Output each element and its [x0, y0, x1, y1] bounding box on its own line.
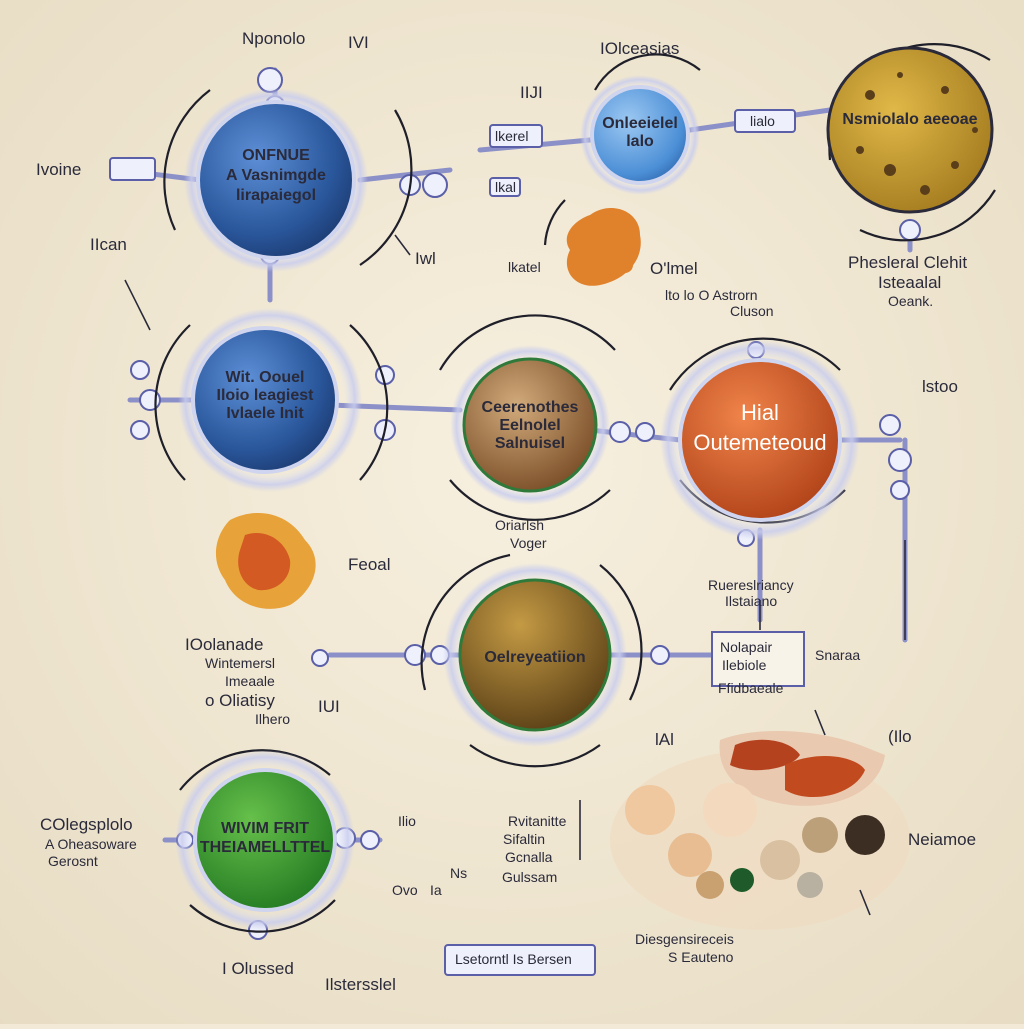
label-center-top: IIJI	[520, 83, 543, 102]
label-fecal: Feoal	[348, 555, 391, 574]
svg-text:lirapaiegol: lirapaiegol	[236, 187, 316, 204]
node-green[interactable]: WIVIM FRIT THEIAMELLTTEL	[193, 768, 337, 912]
label-resp-1: Ruereslriancy	[708, 577, 794, 593]
label-bl-1: COlegsplolo	[40, 815, 133, 834]
svg-text:Wit. Oouel: Wit. Oouel	[226, 369, 305, 386]
svg-text:Nsmiolalo aeeoae: Nsmiolalo aeeoae	[842, 111, 977, 128]
box-lialo	[734, 109, 796, 133]
label-resp-2: Ilstaiano	[725, 593, 777, 609]
node-olive[interactable]: Oelreyeatiion	[458, 578, 612, 732]
svg-text:Iloio leagiest: Iloio leagiest	[217, 387, 315, 404]
label-bl-3: Gerosnt	[48, 853, 98, 869]
label-bl-2: A Oheasoware	[45, 836, 137, 852]
label-bottom-5: S Eauteno	[668, 949, 734, 965]
label-left-mid-4: o Oliatisy	[205, 691, 275, 710]
label-bottom-4: Diesgensireceis	[635, 931, 734, 947]
box-left-ideal	[109, 157, 156, 181]
label-lf: lAl	[655, 730, 674, 749]
label-right-box: lialo	[750, 113, 775, 129]
label-right-mid: lstoo	[922, 377, 958, 396]
label-ito: Ilio	[398, 813, 416, 829]
label-snata: Snaraa	[815, 647, 860, 663]
svg-text:WIVIM FRIT: WIVIM FRIT	[221, 820, 309, 837]
label-right-box-2-l2: Ilebiole	[722, 657, 767, 673]
label-lto: (Ilo	[888, 727, 912, 746]
svg-text:lalo: lalo	[626, 133, 654, 150]
node-blue-mid[interactable]: Wit. Oouel Iloio leagiest Ivlaele Init	[191, 326, 339, 474]
label-vit-4: Gulssam	[502, 869, 557, 885]
label-under-center-1: Oriarlsh	[495, 517, 544, 533]
box-bottom	[444, 944, 596, 976]
label-vit-3: Gcnalla	[505, 849, 553, 865]
label-left-side: Ivoine	[36, 160, 81, 179]
label-right-top-2: Isteaalal	[878, 273, 941, 292]
label-top-center: IOlceasias	[600, 39, 679, 58]
box-lkal	[489, 177, 521, 197]
node-brown[interactable]: Ceerenothes Eelnolel Salnuisel	[462, 357, 598, 493]
label-small-box-2: lkal	[495, 179, 516, 195]
box-nolapair	[711, 631, 805, 687]
label-ovo: Ovo	[392, 882, 418, 898]
label-right-box-2-l1: Nolapair	[720, 639, 772, 655]
label-bottom-3: Ilstersslel	[325, 975, 396, 994]
svg-text:Eelnolel: Eelnolel	[499, 417, 560, 434]
svg-text:Salnuisel: Salnuisel	[495, 435, 565, 452]
label-left-mid-1: IOolanade	[185, 635, 263, 654]
svg-text:Hial: Hial	[741, 400, 779, 425]
label-mid-1: lkatel	[508, 259, 541, 275]
svg-text:Onleeielel: Onleeielel	[602, 115, 678, 132]
label-vit-1: Rvitanitte	[508, 813, 567, 829]
orange-organ-blob	[566, 207, 641, 286]
label-ns: Ns	[450, 865, 467, 881]
label-mid-2: O'lmel	[650, 259, 698, 278]
label-vit-2: Sifaltin	[503, 831, 545, 847]
label-left-side-2: IIcan	[90, 235, 127, 254]
fire-blob	[215, 512, 316, 609]
node-blue-top[interactable]: ONFNUE A Vasnimgde lirapaiegol	[196, 100, 356, 260]
label-left-mid-6: IUI	[318, 697, 340, 716]
svg-text:A Vasnimgde: A Vasnimgde	[226, 167, 326, 184]
label-top-left-2: IVI	[348, 33, 369, 52]
box-lkerel	[489, 124, 543, 148]
labels: Nponolo IVI IOlceasias Ivoine IIcan IIJI…	[36, 29, 976, 994]
svg-text:Ceerenothes: Ceerenothes	[482, 399, 579, 416]
orbit-arcs	[154, 42, 996, 933]
label-mid-3: lto lo O Astrorn	[665, 287, 758, 303]
node-orange[interactable]: Hial Outemeteoud	[678, 358, 842, 522]
label-neiamoe: Neiamoe	[908, 830, 976, 849]
label-small-box-1: lkerel	[495, 128, 528, 144]
label-left-mid-2: Wintemersl	[205, 655, 275, 671]
svg-text:Ivlaele Init: Ivlaele Init	[226, 405, 304, 422]
label-right-box-2-l3: Ffidbaeale	[718, 680, 784, 696]
label-left-mid-5: Ilhero	[255, 711, 290, 727]
svg-text:Oelreyeatiion: Oelreyeatiion	[484, 649, 585, 666]
label-bottom-1: I Olussed	[222, 959, 294, 978]
label-right-top-3: Oeank.	[888, 293, 933, 309]
label-under-center-2: Voger	[510, 535, 547, 551]
svg-text:ONFNUE: ONFNUE	[242, 147, 310, 164]
label-top-left: Nponolo	[242, 29, 305, 48]
svg-text:Outemeteoud: Outemeteoud	[693, 430, 826, 455]
label-ia: Ia	[430, 882, 442, 898]
svg-text:THEIAMELLTTEL: THEIAMELLTTEL	[200, 839, 331, 856]
hairlines	[124, 234, 906, 916]
label-mid-4: Cluson	[730, 303, 774, 319]
node-gold-top[interactable]: Nsmiolalo aeeoae	[826, 46, 994, 214]
label-right-top-1: Phesleral Clehit	[848, 253, 967, 272]
label-bottom-2: Lsetorntl Is Bersen	[455, 951, 572, 967]
label-mid-w: Iwl	[415, 249, 436, 268]
label-left-mid-3: Imeaale	[225, 673, 275, 689]
node-light-blue[interactable]: Onleeielel lalo	[590, 85, 690, 185]
food-plate	[610, 730, 910, 930]
